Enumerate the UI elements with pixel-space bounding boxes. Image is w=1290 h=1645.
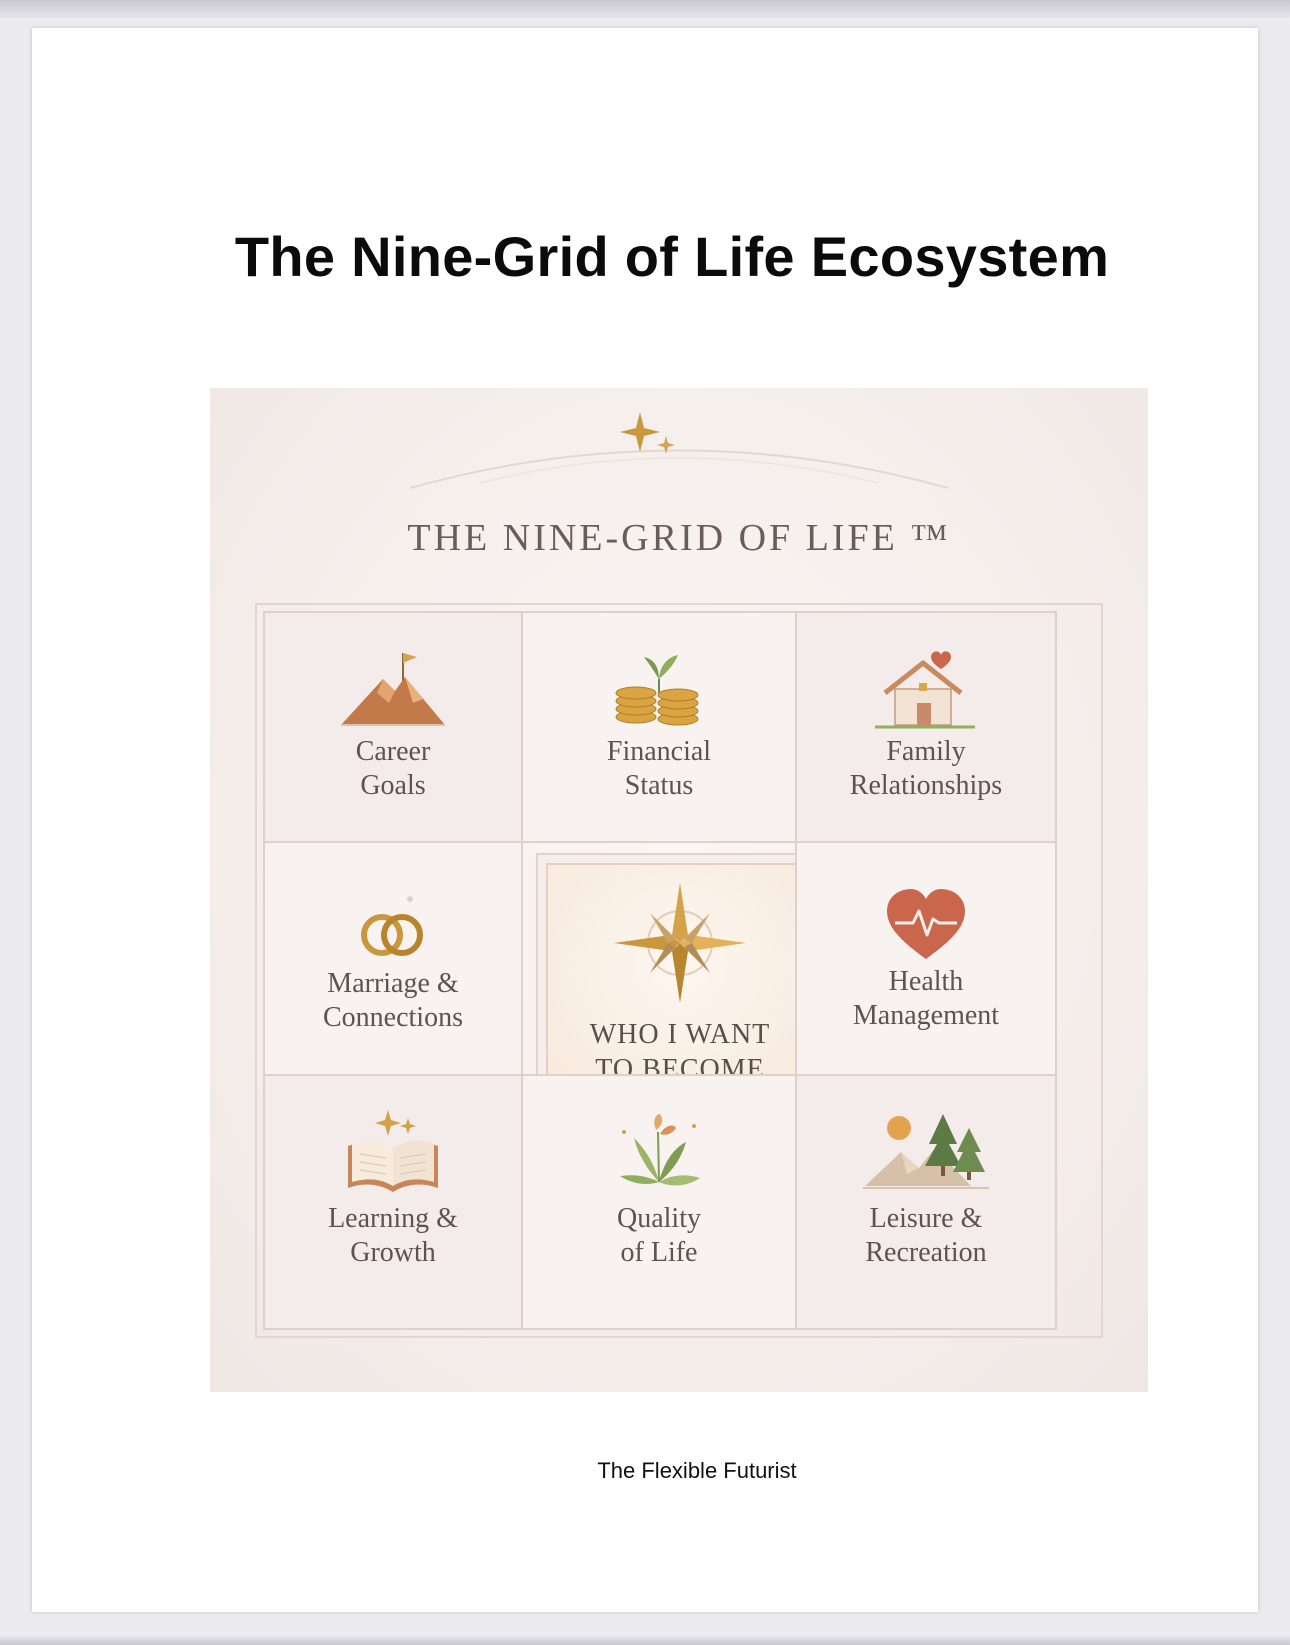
cell-label-line1: Family	[886, 736, 966, 767]
cell-label-line2: Growth	[350, 1237, 436, 1268]
cell-label-line1: Financial	[606, 736, 712, 767]
decorative-arc	[409, 449, 949, 489]
cell-label-line1: Career	[355, 736, 431, 767]
heart-pulse-icon	[797, 885, 1055, 970]
house-heart-icon	[797, 643, 1055, 738]
landscape-sun-icon	[797, 1104, 1055, 1199]
cell-label-line1: Learning &	[328, 1203, 458, 1234]
center-label-line1: WHO I WANT	[589, 1019, 771, 1050]
cell-financial-status: Financial Status	[521, 611, 797, 843]
cell-label-line2: of Life	[620, 1237, 698, 1268]
leaves-icon	[523, 1112, 795, 1197]
cell-label-line1: Health	[888, 966, 964, 997]
grid-frame	[255, 603, 1103, 1338]
document-footer: The Flexible Futurist	[597, 1458, 797, 1483]
viewer-top-bar	[0, 0, 1290, 18]
cell-label-line2: Status	[624, 770, 694, 801]
open-book-icon	[265, 1106, 521, 1201]
cell-label-line1: Marriage &	[327, 968, 459, 999]
cell-label-line2: Management	[852, 1000, 1000, 1031]
cell-label-line2: Connections	[323, 1002, 463, 1033]
cell-family-relationships: Family Relationships	[795, 611, 1057, 843]
cell-label-line1: Leisure &	[869, 1203, 983, 1234]
cell-label-line2: Goals	[360, 770, 426, 801]
cell-learning-growth: Learning & Growth	[263, 1074, 523, 1330]
cell-label-line2: Recreation	[865, 1237, 987, 1268]
coins-sprout-icon	[523, 649, 795, 734]
document-title: The Nine-Grid of Life Ecosystem	[234, 225, 1110, 288]
cell-quality-of-life: Quality of Life	[521, 1074, 797, 1330]
viewer-bottom-bar	[0, 1636, 1290, 1645]
cell-leisure-recreation: Leisure & Recreation	[795, 1074, 1057, 1330]
cell-label-line2: Relationships	[849, 770, 1003, 801]
sparkle-icon	[620, 412, 675, 454]
document-page: The Nine-Grid of Life Ecosystem THE NINE…	[32, 28, 1258, 1612]
grid-heading: THE NINE-GRID OF LIFE ™	[407, 517, 951, 559]
mountain-flag-icon	[265, 643, 521, 738]
cell-label-line1: Quality	[617, 1203, 701, 1234]
rings-icon	[265, 895, 521, 970]
cell-marriage-connections: Marriage & Connections	[263, 841, 523, 1076]
cell-career-goals: Career Goals	[263, 611, 523, 843]
cell-health-management: Health Management	[795, 841, 1057, 1076]
nine-grid-graphic: THE NINE-GRID OF LIFE ™ Career Goals	[210, 388, 1148, 1392]
compass-star-icon	[548, 881, 812, 1016]
